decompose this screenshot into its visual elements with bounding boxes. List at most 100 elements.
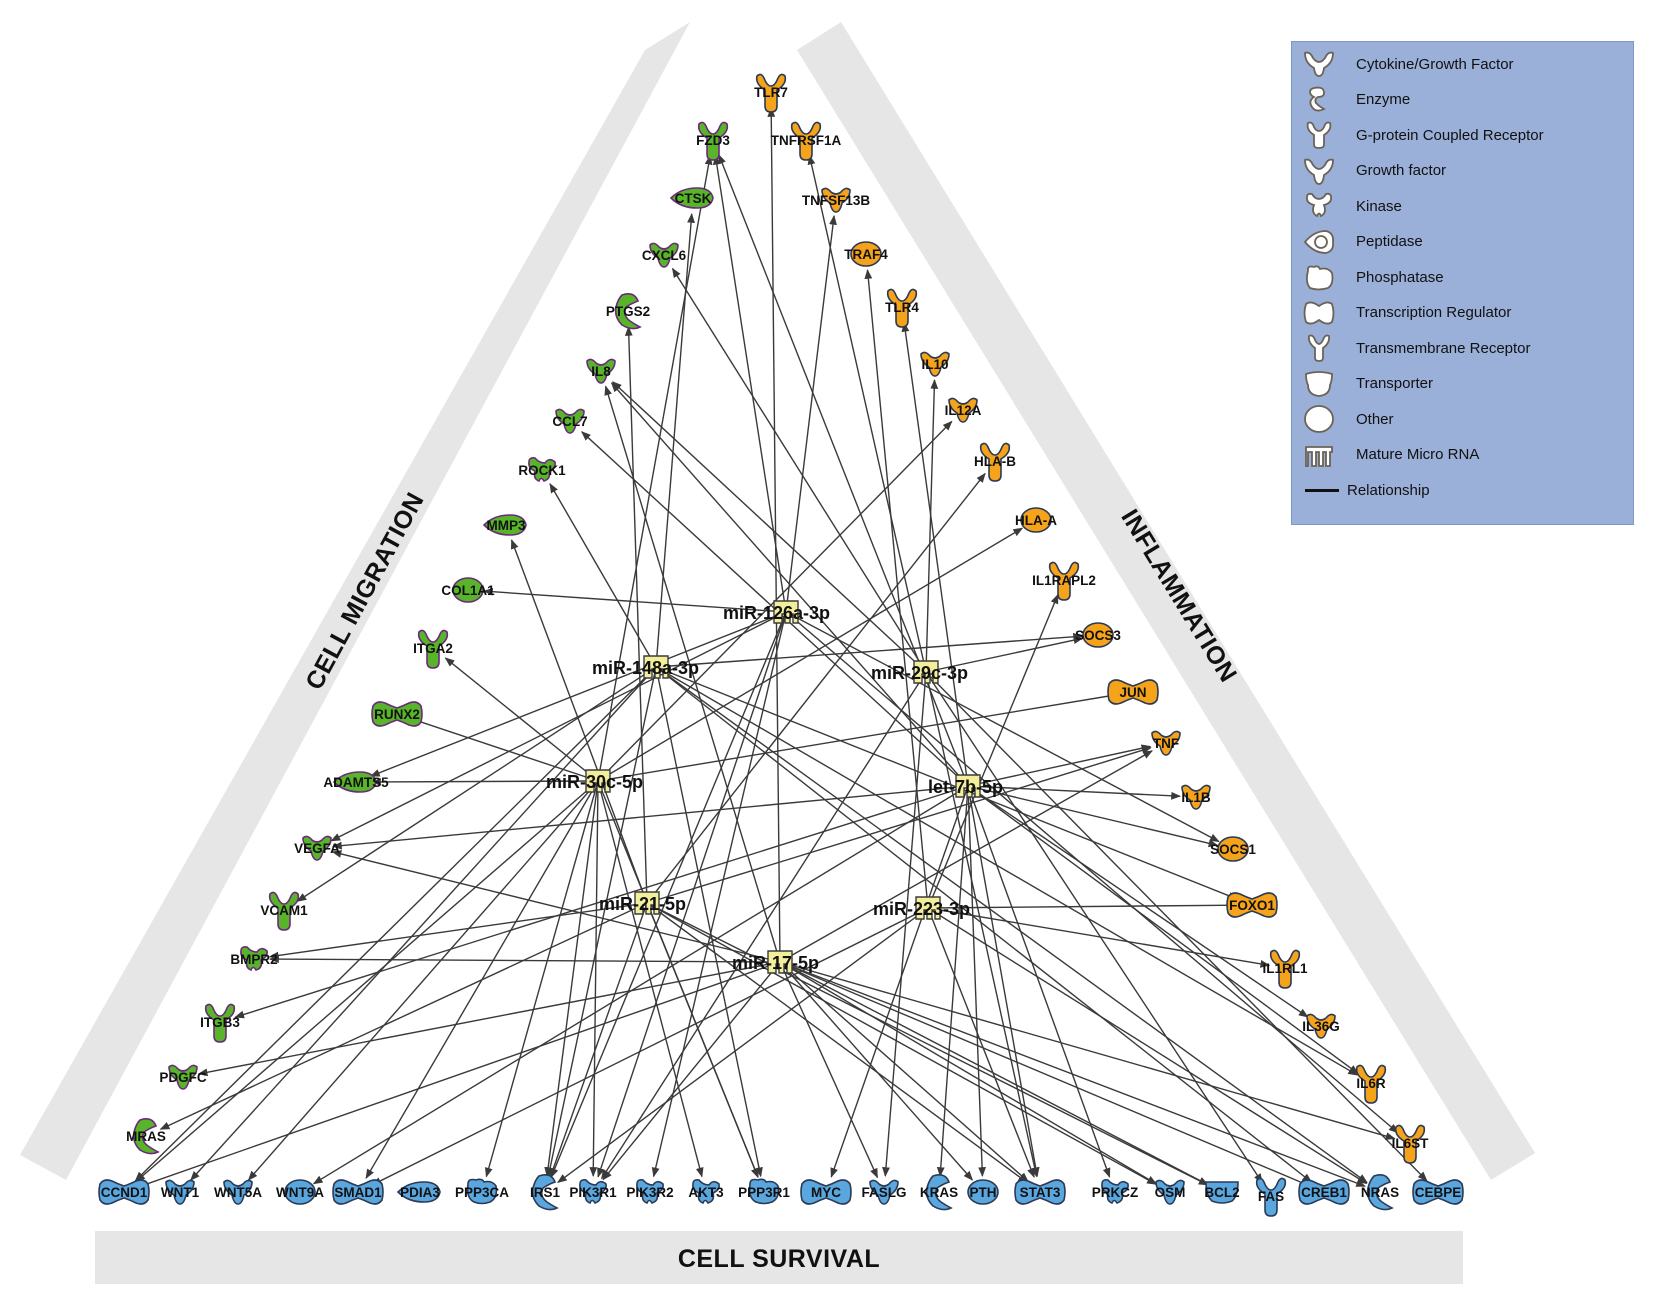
gene-node-col1a1[interactable]: COL1A1 bbox=[441, 577, 495, 603]
relationship-edge bbox=[597, 527, 1024, 782]
gene-node-fas[interactable]: FAS bbox=[1255, 1177, 1287, 1217]
gene-node-tnf[interactable]: TNF bbox=[1151, 730, 1181, 756]
gene-label: IL36G bbox=[1302, 1019, 1340, 1034]
gene-node-smad1[interactable]: SMAD1 bbox=[332, 1179, 384, 1205]
gene-node-ccl7[interactable]: CCL7 bbox=[552, 408, 588, 434]
gene-node-il1rapl2[interactable]: IL1RAPL2 bbox=[1032, 561, 1096, 601]
gene-label: IL10 bbox=[921, 357, 948, 372]
gene-node-wnt1[interactable]: WNT1 bbox=[161, 1179, 200, 1205]
gene-node-vegfa[interactable]: VEGFA bbox=[294, 835, 340, 861]
relationship-edge bbox=[612, 381, 927, 673]
gene-node-ccnd1[interactable]: CCND1 bbox=[98, 1179, 150, 1205]
gene-node-itga2[interactable]: ITGA2 bbox=[413, 629, 453, 669]
mirna-label: miR-17-5p bbox=[732, 953, 819, 973]
gene-label: ITGB3 bbox=[200, 1015, 240, 1030]
gene-node-socs1[interactable]: SOCS1 bbox=[1210, 836, 1256, 862]
gene-node-tnfrsf1a[interactable]: TNFRSF1A bbox=[771, 121, 842, 161]
gene-node-tlr4[interactable]: TLR4 bbox=[885, 288, 919, 328]
gene-label: COL1A1 bbox=[441, 583, 495, 598]
gene-node-stat3[interactable]: STAT3 bbox=[1014, 1179, 1066, 1205]
gene-node-myc[interactable]: MYC bbox=[800, 1179, 852, 1205]
mirna-node-mir-148a-3p[interactable]: miR-148a-3p bbox=[592, 655, 699, 679]
gene-node-itgb3[interactable]: ITGB3 bbox=[200, 1003, 240, 1043]
relationship-edge bbox=[925, 671, 1263, 1184]
relationship-edge bbox=[544, 780, 599, 1178]
gene-node-il1b[interactable]: IL1B bbox=[1181, 784, 1211, 810]
gene-node-il1rl1[interactable]: IL1RL1 bbox=[1262, 949, 1308, 989]
gene-node-ppp3r1[interactable]: PPP3R1 bbox=[738, 1178, 790, 1205]
mirna-node-mir-29c-3p[interactable]: miR-29c-3p bbox=[871, 660, 968, 684]
gene-node-bcl2[interactable]: BCL2 bbox=[1204, 1181, 1240, 1204]
gene-node-tlr7[interactable]: TLR7 bbox=[754, 73, 788, 113]
gene-node-hla-a[interactable]: HLA-A bbox=[1015, 507, 1057, 533]
gene-node-traf4[interactable]: TRAF4 bbox=[844, 241, 888, 267]
gene-node-pik3r1[interactable]: PIK3R1 bbox=[569, 1179, 617, 1204]
relationship-edge bbox=[785, 214, 837, 613]
gene-node-rock1[interactable]: ROCK1 bbox=[518, 457, 566, 482]
gene-node-foxo1[interactable]: FOXO1 bbox=[1226, 892, 1278, 918]
relationship-edge bbox=[779, 961, 1029, 1183]
mirna-node-mir-17-5p[interactable]: miR-17-5p bbox=[732, 950, 819, 974]
mirna-node-mir-223-3p[interactable]: miR-223-3p bbox=[873, 896, 970, 920]
gene-node-jun[interactable]: JUN bbox=[1107, 679, 1159, 705]
relationship-edge bbox=[967, 785, 1181, 800]
relationship-edge bbox=[646, 746, 1152, 904]
legend-item-gpcr: G-protein Coupled Receptor bbox=[1292, 117, 1633, 153]
gene-node-socs3[interactable]: SOCS3 bbox=[1075, 622, 1121, 648]
gene-node-creb1[interactable]: CREB1 bbox=[1298, 1179, 1350, 1205]
gene-node-ctsk[interactable]: CTSK bbox=[669, 187, 714, 209]
gene-node-runx2[interactable]: RUNX2 bbox=[371, 701, 423, 727]
gene-node-prkcz[interactable]: PRKCZ bbox=[1092, 1179, 1139, 1204]
gene-node-adamts5[interactable]: ADAMTS5 bbox=[323, 771, 389, 793]
gene-node-il10[interactable]: IL10 bbox=[920, 351, 950, 377]
mirna-node-let-7b-5p[interactable]: let-7b-5p bbox=[928, 774, 1003, 798]
gene-label: PDGFC bbox=[159, 1070, 207, 1085]
cytokine-shape-icon bbox=[920, 351, 950, 377]
gene-node-pik3r2[interactable]: PIK3R2 bbox=[626, 1179, 674, 1204]
gene-node-hla-b[interactable]: HLA-B bbox=[974, 442, 1016, 482]
gene-label: IL8 bbox=[591, 364, 611, 379]
gene-node-cebpe[interactable]: CEBPE bbox=[1412, 1179, 1464, 1205]
gene-label: IL6R bbox=[1356, 1076, 1386, 1091]
gene-node-osm[interactable]: OSM bbox=[1155, 1179, 1186, 1205]
legend-item-label: Growth factor bbox=[1356, 162, 1447, 179]
gene-node-ppp3ca[interactable]: PPP3CA bbox=[455, 1178, 509, 1205]
gene-node-kras[interactable]: KRAS bbox=[920, 1174, 958, 1211]
gene-node-il36g[interactable]: IL36G bbox=[1302, 1013, 1340, 1039]
relationship-edge bbox=[927, 907, 1271, 968]
gene-node-nras[interactable]: NRAS bbox=[1361, 1174, 1399, 1211]
gene-node-irs1[interactable]: IRS1 bbox=[530, 1174, 561, 1211]
gene-node-faslg[interactable]: FASLG bbox=[861, 1179, 907, 1205]
gene-node-ptgs2[interactable]: PTGS2 bbox=[606, 293, 650, 330]
cytokine-shape-icon bbox=[555, 408, 585, 434]
gene-node-il6st[interactable]: IL6ST bbox=[1392, 1124, 1430, 1164]
gene-node-wnt5a[interactable]: WNT5A bbox=[214, 1179, 262, 1205]
other-shape-icon bbox=[1082, 622, 1114, 648]
relationship-edge bbox=[331, 785, 969, 850]
gene-node-akt3[interactable]: AKT3 bbox=[688, 1179, 724, 1204]
gene-node-il12a[interactable]: IL12A bbox=[945, 397, 982, 423]
gene-node-tnfsf13b[interactable]: TNFSF13B bbox=[802, 187, 871, 213]
gene-node-pdgfc[interactable]: PDGFC bbox=[159, 1064, 207, 1090]
relationship-edge bbox=[967, 744, 1152, 787]
enzyme-icon bbox=[1309, 86, 1327, 111]
gene-node-mras[interactable]: MRAS bbox=[126, 1118, 166, 1155]
gene-node-vcam1[interactable]: VCAM1 bbox=[260, 891, 308, 931]
transmembrane-receptor-shape-icon bbox=[886, 288, 918, 328]
transmembrane-receptor-shape-icon bbox=[204, 1003, 236, 1043]
relationship-edge bbox=[646, 902, 759, 1179]
mirna-node-mir-126a-3p[interactable]: miR-126a-3p bbox=[723, 600, 830, 624]
mirna-node-mir-30c-5p[interactable]: miR-30c-5p bbox=[546, 769, 643, 793]
gene-node-cxcl6[interactable]: CXCL6 bbox=[642, 242, 687, 268]
gene-node-mmp3[interactable]: MMP3 bbox=[482, 514, 527, 536]
kinase-shape-icon bbox=[636, 1179, 664, 1204]
gene-node-pth[interactable]: PTH bbox=[967, 1179, 999, 1205]
gene-node-bmpr2[interactable]: BMPR2 bbox=[230, 946, 278, 971]
gene-node-fzd3[interactable]: FZD3 bbox=[696, 121, 730, 161]
mirna-label: miR-223-3p bbox=[873, 899, 970, 919]
mirna-node-mir-21-5p[interactable]: miR-21-5p bbox=[599, 891, 686, 915]
gene-node-pdia3[interactable]: PDIA3 bbox=[396, 1181, 441, 1203]
gene-node-wnt9a[interactable]: WNT9A bbox=[276, 1179, 324, 1205]
gene-node-il8[interactable]: IL8 bbox=[586, 358, 616, 384]
gene-node-il6r[interactable]: IL6R bbox=[1355, 1064, 1387, 1104]
